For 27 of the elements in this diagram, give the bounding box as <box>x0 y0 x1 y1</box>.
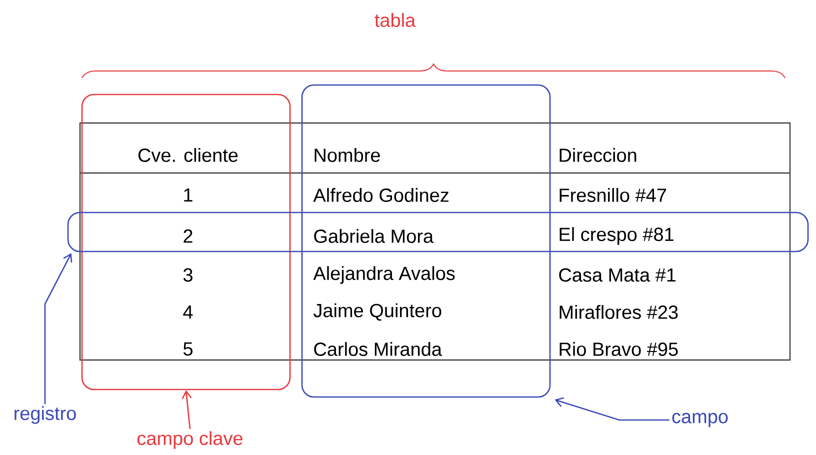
text-label: campo clave <box>137 431 242 449</box>
text-label: registro <box>14 406 76 424</box>
highlight-row-box <box>67 212 809 252</box>
table-cell: Casa Mata #1 <box>559 268 676 282</box>
table-cell: Direccion <box>560 148 636 162</box>
table-cell: Fresnillo #47 <box>560 188 666 202</box>
table-cell: Miraflores #23 <box>560 305 678 319</box>
table-cell: Nombre <box>314 148 380 162</box>
table-cell: Carlos Miranda <box>314 342 442 356</box>
table-cell: 4 <box>183 305 193 319</box>
arrow <box>182 390 192 430</box>
table-cell: Alejandra Avalos <box>313 266 455 284</box>
table-cell: 5 <box>183 342 192 356</box>
table-cell: 3 <box>183 268 192 282</box>
text-label: campo <box>672 412 728 428</box>
title-label: tabla <box>374 13 416 27</box>
table-cell: Alfredo Godinez <box>313 188 448 202</box>
table-cell: 2 <box>184 229 192 243</box>
table-cell: Jaime Quintero <box>314 303 442 321</box>
highlight-column-box <box>81 94 291 390</box>
table-cell: Gabriela Mora <box>314 229 434 243</box>
table-cell: 1 <box>184 188 192 202</box>
table-cell: Cve. cliente <box>138 148 238 162</box>
table-cell: El crespo #81 <box>560 227 674 245</box>
arrow <box>44 253 72 404</box>
arrow <box>554 397 670 421</box>
highlight-column-box <box>301 84 551 398</box>
